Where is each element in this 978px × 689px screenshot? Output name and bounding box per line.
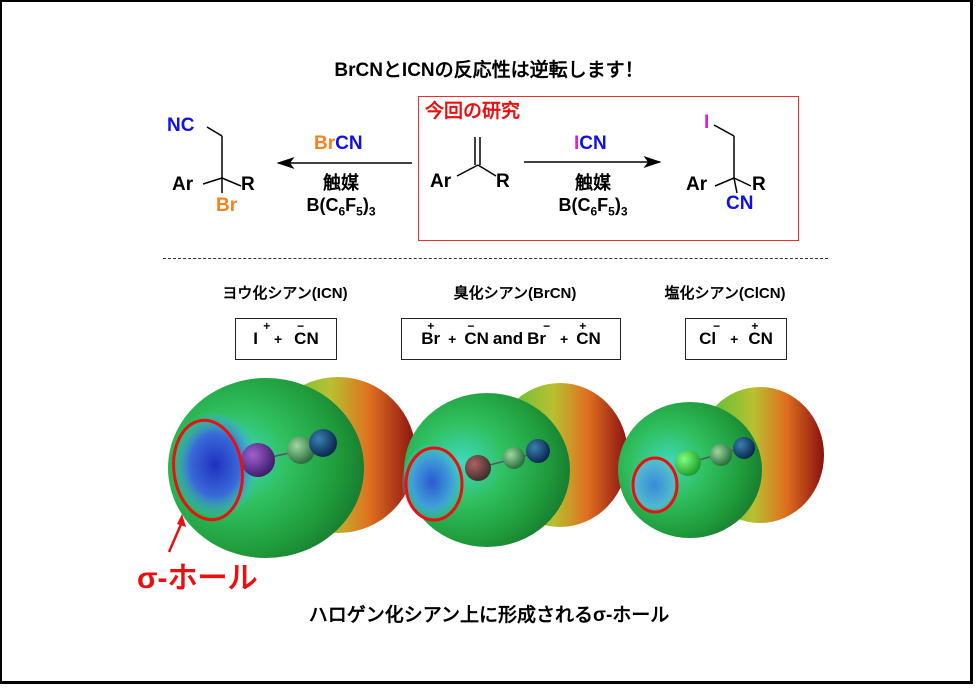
right-product-ar: Ar (686, 174, 708, 195)
right-catalyst-label: 触媒 (575, 173, 611, 193)
left-reagent-br: Br (314, 133, 336, 154)
right-reagent-icn: ICN (574, 133, 607, 155)
left-reagent-cn: CN (335, 133, 363, 154)
left-product-nc: NC (167, 115, 195, 136)
compound-heading-icn: ヨウ化シアン(ICN) (222, 285, 348, 302)
right-conditions: 触媒 B(C6F5)3 (542, 172, 644, 223)
left-product-ar: Ar (172, 174, 194, 195)
compound-heading-brcn: 臭化シアン(BrCN) (453, 285, 577, 302)
right-reagent-cn: CN (579, 133, 607, 154)
compound-heading-clcn: 塩化シアン(ClCN) (664, 285, 786, 302)
icn-ion-cn: CN− (294, 319, 319, 348)
right-product-bonds (713, 124, 752, 194)
current-research-box (418, 96, 799, 241)
left-boron-formula: B(C6F5)3 (306, 195, 376, 219)
icn-ion-i: I+ (253, 319, 271, 348)
substrate-r: R (496, 171, 510, 192)
right-reagent-i: I (574, 133, 580, 154)
left-product-r: R (241, 174, 255, 195)
right-product-r: R (752, 174, 766, 195)
left-product-br: Br (216, 195, 238, 216)
left-conditions: 触媒 B(C6F5)3 (290, 172, 392, 223)
brcn-ion-box: Br+ + CN− and Br− + CN+ (401, 318, 621, 360)
right-product-cn: CN (726, 193, 754, 214)
icn-ion-box: I+ + CN− (235, 318, 337, 360)
substrate-ar: Ar (430, 171, 452, 192)
figure-caption: ハロゲン化シアン上に形成されるσ-ホール (308, 605, 670, 626)
substrate-bonds (456, 137, 497, 177)
sigma-hole-label: σ-ホール (137, 562, 258, 595)
current-research-label: 今回の研究 (425, 101, 521, 122)
left-product-bonds (202, 126, 242, 193)
sigma-hole-pointer-arrow (167, 514, 186, 553)
left-reagent-brcn: BrCN (314, 133, 363, 155)
right-boron-formula: B(C6F5)3 (558, 195, 628, 219)
clcn-ion-box: Cl− + CN+ (685, 318, 787, 360)
left-catalyst-label: 触媒 (323, 173, 359, 193)
brcn-esp-surface (402, 383, 628, 547)
page-title: BrCNとICNの反応性は逆転します！ (334, 60, 644, 81)
section-divider (163, 258, 828, 259)
clcn-esp-surface (618, 387, 824, 538)
icn-esp-surface (168, 377, 416, 558)
right-product-i: I (704, 112, 710, 133)
